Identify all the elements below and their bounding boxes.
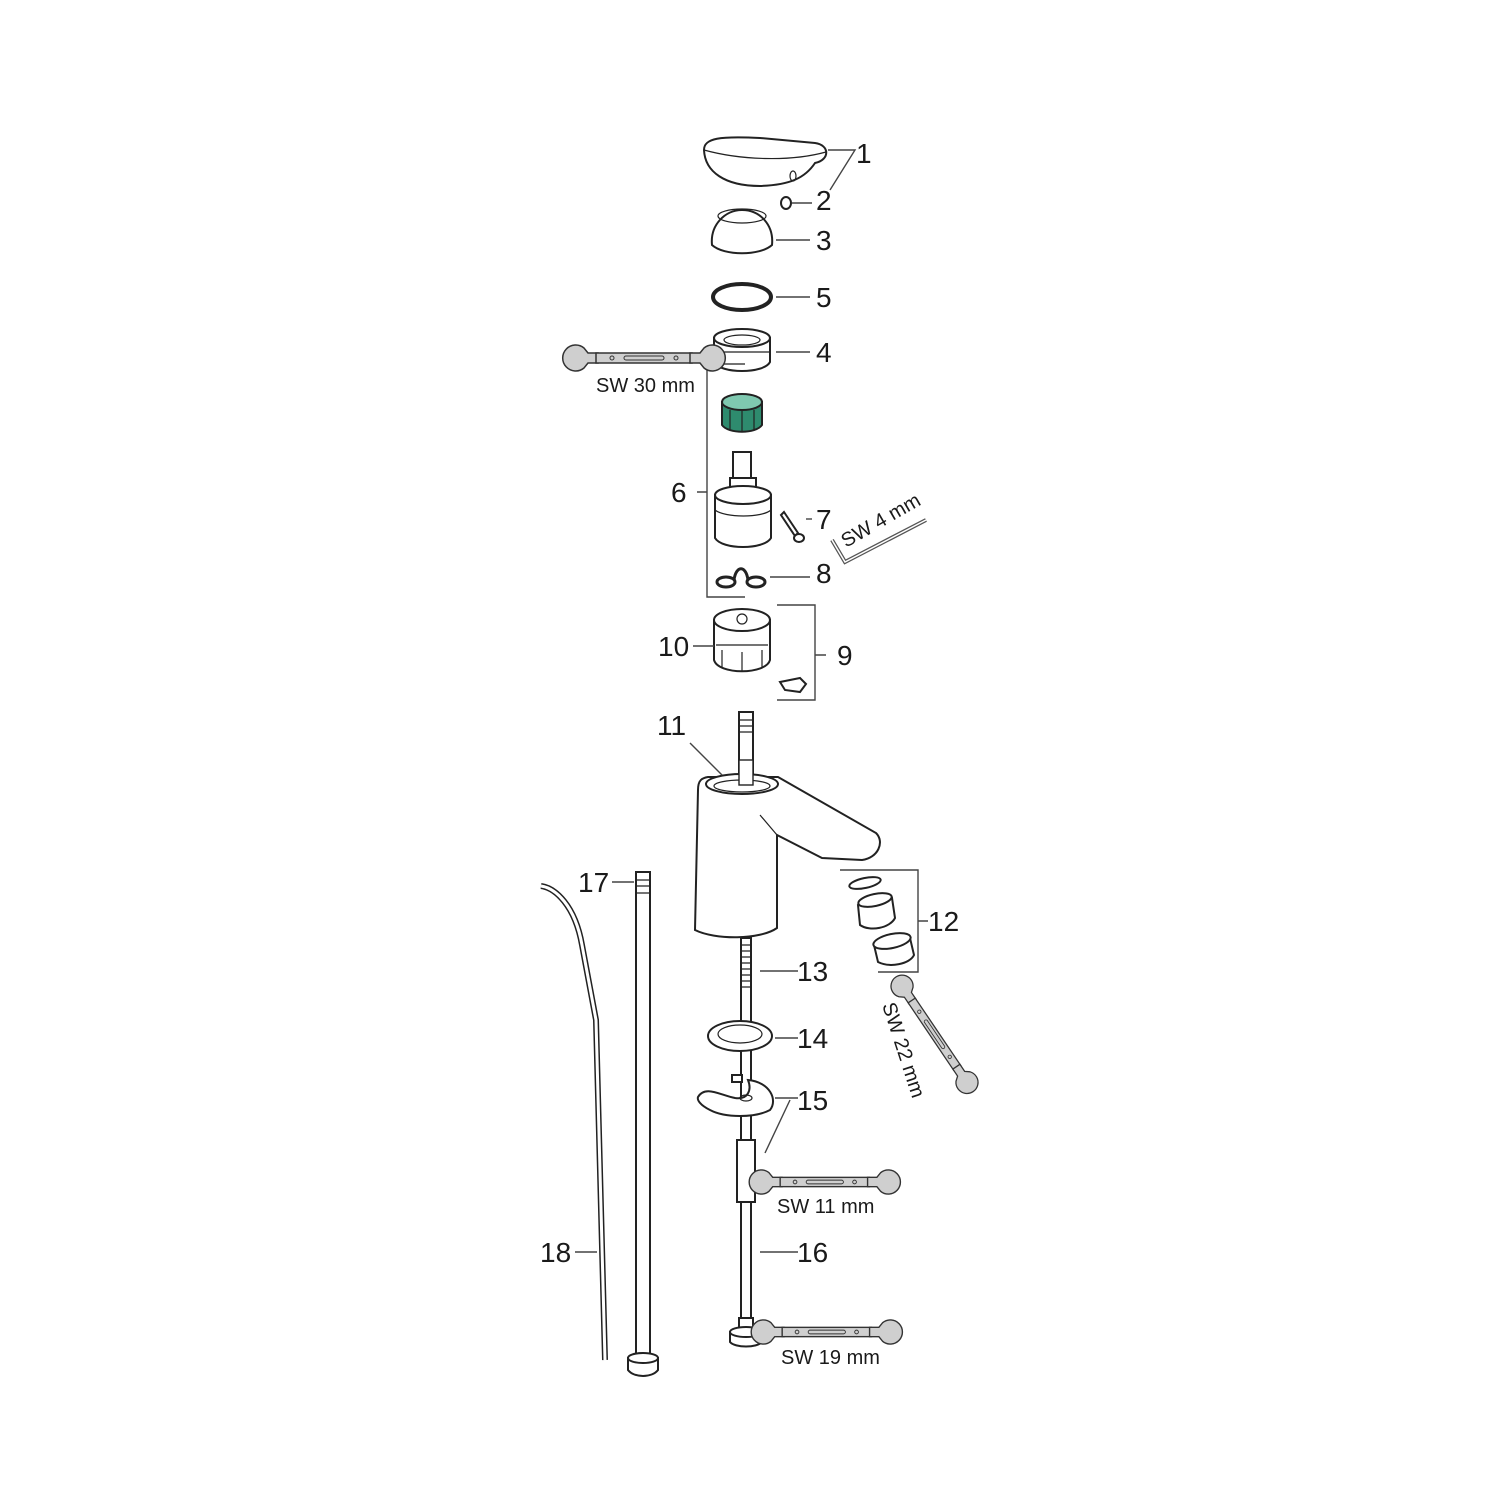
bracket-12 bbox=[840, 869, 928, 973]
label-part-6: 6 bbox=[671, 477, 687, 508]
label-part-10: 10 bbox=[658, 631, 689, 662]
label-part-17: 17 bbox=[578, 867, 609, 898]
label-part-2: 2 bbox=[816, 185, 832, 216]
label-part-11: 11 bbox=[657, 710, 686, 741]
label-part-5: 5 bbox=[816, 282, 832, 313]
label-part-4: 4 bbox=[816, 337, 832, 368]
label-part-1: 1 bbox=[856, 138, 872, 169]
label-part-12: 12 bbox=[928, 906, 959, 937]
label-part-7: 7 bbox=[816, 504, 832, 535]
part-11-basin-mixer-body bbox=[693, 759, 881, 939]
part-5-o-ring bbox=[711, 282, 773, 312]
wrench-19mm-icon bbox=[750, 1319, 904, 1345]
label-part-8: 8 bbox=[816, 558, 832, 589]
label-part-18: 18 bbox=[540, 1237, 571, 1268]
part-8-seal-set bbox=[715, 567, 767, 589]
label-part-14: 14 bbox=[797, 1023, 828, 1054]
leader-lines bbox=[575, 149, 857, 1253]
part-9-clip bbox=[778, 676, 808, 694]
part-3-cover-cap bbox=[710, 208, 774, 255]
part-17-supply-hose bbox=[627, 871, 659, 1377]
part-6-cartridge bbox=[714, 451, 772, 548]
part-10-valve-insert bbox=[713, 608, 771, 673]
part-7-screw bbox=[779, 510, 805, 543]
label-sw-30mm: SW 30 mm bbox=[596, 375, 695, 397]
label-part-9: 9 bbox=[837, 640, 853, 671]
part-13-16-threaded-rod bbox=[740, 937, 752, 1339]
part-12-aerator-set bbox=[848, 876, 916, 966]
part-18-pull-rod bbox=[540, 883, 608, 1361]
label-part-16: 16 bbox=[797, 1237, 828, 1268]
part-15-sleeve bbox=[736, 1139, 756, 1203]
label-part-15: 15 bbox=[797, 1085, 828, 1116]
bracket-9 bbox=[777, 604, 826, 701]
label-part-13: 13 bbox=[797, 956, 828, 987]
label-part-3: 3 bbox=[816, 225, 832, 256]
part-1-handle bbox=[702, 136, 828, 188]
part-6-green-adapter-ring bbox=[721, 393, 763, 433]
wrench-30mm-icon bbox=[561, 344, 727, 372]
wrench-11mm-icon bbox=[748, 1169, 902, 1195]
part-2-grub-screw bbox=[780, 196, 792, 210]
label-sw-19mm: SW 19 mm bbox=[781, 1347, 880, 1369]
part-15-mounting-clamp bbox=[696, 1074, 775, 1117]
part-14-gasket-ring bbox=[707, 1020, 773, 1052]
bracket-6 bbox=[697, 363, 745, 598]
label-sw-11mm: SW 11 mm bbox=[777, 1196, 874, 1218]
